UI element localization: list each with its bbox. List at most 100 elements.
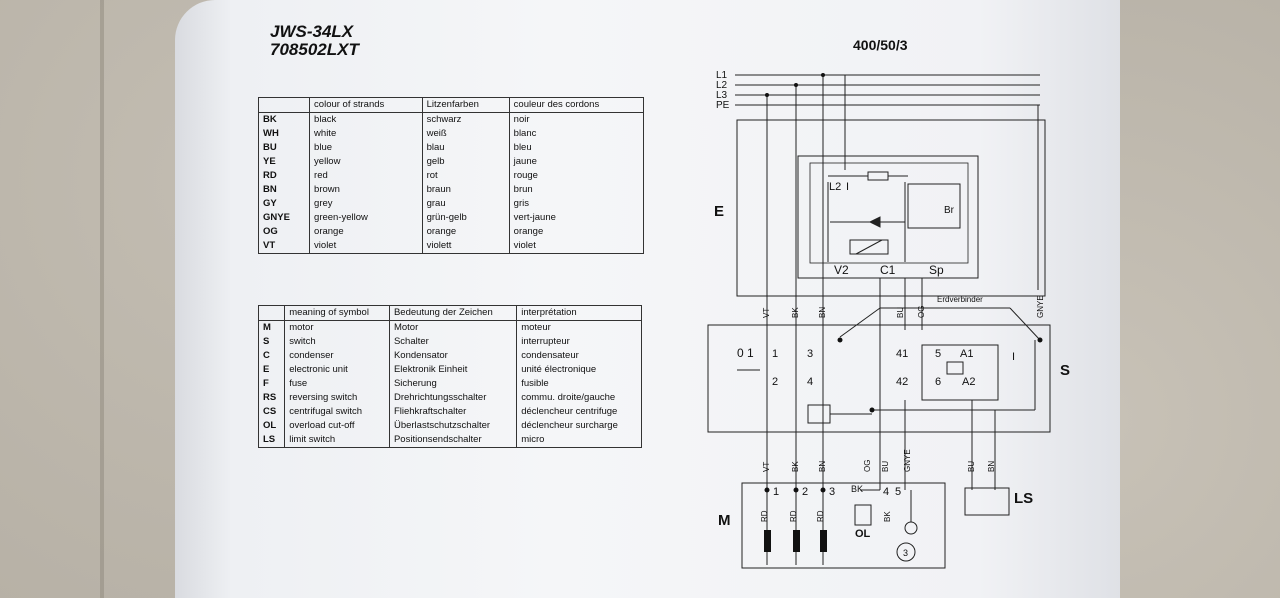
- m-wire-bn: BN: [818, 461, 827, 472]
- colour-table-cell: rouge: [508, 169, 645, 183]
- m-wire-vt: VT: [762, 462, 771, 472]
- e-wire-bu: BU: [896, 307, 905, 318]
- m-winding-bk: BK: [883, 511, 892, 522]
- s-label-a2: A2: [962, 376, 975, 388]
- s-label-5: 5: [935, 348, 941, 360]
- colour-table-cell: GNYE: [257, 211, 311, 225]
- s-label-a1: A1: [960, 348, 973, 360]
- symbol-table-cell: commu. droite/gauche: [516, 391, 642, 405]
- m-winding-rd-1: RD: [760, 510, 769, 522]
- colour-table-cell: GY: [257, 197, 311, 211]
- earth-connector-label: Erdverbinder: [937, 295, 983, 304]
- e-wire-bk: BK: [791, 307, 800, 318]
- s-label-2: 2: [772, 376, 778, 388]
- symbol-table-cell: condensateur: [516, 349, 642, 363]
- m-winding-rd-3: RD: [816, 510, 825, 522]
- colour-table-cell: bleu: [508, 141, 645, 155]
- colour-table-cell: BK: [257, 112, 311, 127]
- e-label-sp: Sp: [929, 263, 944, 277]
- symbol-table-cell: Sicherung: [388, 377, 518, 391]
- s-label-01: 0 1: [737, 346, 754, 360]
- e-label-i: I: [846, 181, 849, 193]
- symbol-table-header-cell: Bedeutung der Zeichen: [388, 305, 518, 321]
- colour-table-cell: jaune: [508, 155, 645, 169]
- colour-table-header-cell: couleur des cordons: [508, 97, 645, 113]
- symbol-table-cell: Positionsendschalter: [388, 433, 518, 448]
- symbol-table-cell: Motor: [388, 320, 518, 335]
- symbol-table-cell: Elektronik Einheit: [388, 363, 518, 377]
- line-label-l2: L2: [716, 80, 728, 91]
- symbol-table-cell: Schalter: [388, 335, 518, 349]
- colour-table-cell: brun: [508, 183, 645, 197]
- m-wire-bu: BU: [881, 461, 890, 472]
- colour-table-cell: YE: [257, 155, 311, 169]
- motor-symbol: 3: [903, 548, 908, 558]
- surface-crease: [100, 0, 104, 598]
- e-wire-bn: BN: [818, 307, 827, 318]
- symbol-table-header-cell: interprétation: [516, 305, 642, 321]
- colour-table-cell: orange: [508, 225, 645, 239]
- colour-table-cell: VT: [257, 239, 311, 254]
- s-label-41: 41: [896, 348, 908, 360]
- symbol-table-cell: Fliehkraftschalter: [388, 405, 518, 419]
- colour-table-header-cell: Litzenfarben: [421, 97, 510, 113]
- m-wire-gnye: GNYE: [903, 449, 912, 472]
- e-label-v2: V2: [834, 263, 849, 277]
- m-wire-og: OG: [863, 460, 872, 472]
- symbol-table-cell: E: [257, 363, 286, 377]
- block-m-label: M: [718, 512, 731, 529]
- colour-table-cell: vert-jaune: [508, 211, 645, 225]
- colour-table-cell: violet: [508, 239, 645, 254]
- colour-table-cell: WH: [257, 127, 311, 141]
- symbol-table-cell: déclencheur surcharge: [516, 419, 642, 433]
- e-label-c1: C1: [880, 263, 896, 277]
- m-terminal-bk: BK: [851, 484, 863, 494]
- symbol-table-cell: C: [257, 349, 286, 363]
- part-number: 708502LXT: [270, 40, 359, 59]
- line-label-l3: L3: [716, 90, 728, 101]
- symbol-table-cell: M: [257, 320, 286, 335]
- symbol-table-cell: interrupteur: [516, 335, 642, 349]
- symbol-table-cell: déclencheur centrifuge: [516, 405, 642, 419]
- s-label-i: I: [1012, 351, 1015, 363]
- symbol-table-cell: F: [257, 377, 286, 391]
- supply-rating: 400/50/3: [853, 37, 908, 53]
- e-wire-og: OG: [917, 306, 926, 318]
- colour-table-cell: gris: [508, 197, 645, 211]
- model-number: JWS-34LX: [270, 22, 354, 41]
- colour-table-cell: blanc: [508, 127, 645, 141]
- colour-table-cell: BN: [257, 183, 311, 197]
- symbol-table-cell: RS: [257, 391, 286, 405]
- symbol-table-header-cell: meaning of symbol: [284, 305, 390, 321]
- symbol-table-cell: OL: [257, 419, 286, 433]
- e-wire-gnye: GNYE: [1036, 295, 1045, 318]
- colour-table-header-cell: [257, 97, 311, 113]
- s-label-4: 4: [807, 376, 813, 388]
- block-ol-label: OL: [855, 528, 871, 540]
- symbol-table-cell: Drehrichtungsschalter: [388, 391, 518, 405]
- symbol-table-cell: fusible: [516, 377, 642, 391]
- symbol-table-header-cell: [257, 305, 286, 321]
- line-label-pe: PE: [716, 100, 730, 111]
- symbol-table-cell: Überlastschutzschalter: [388, 419, 518, 433]
